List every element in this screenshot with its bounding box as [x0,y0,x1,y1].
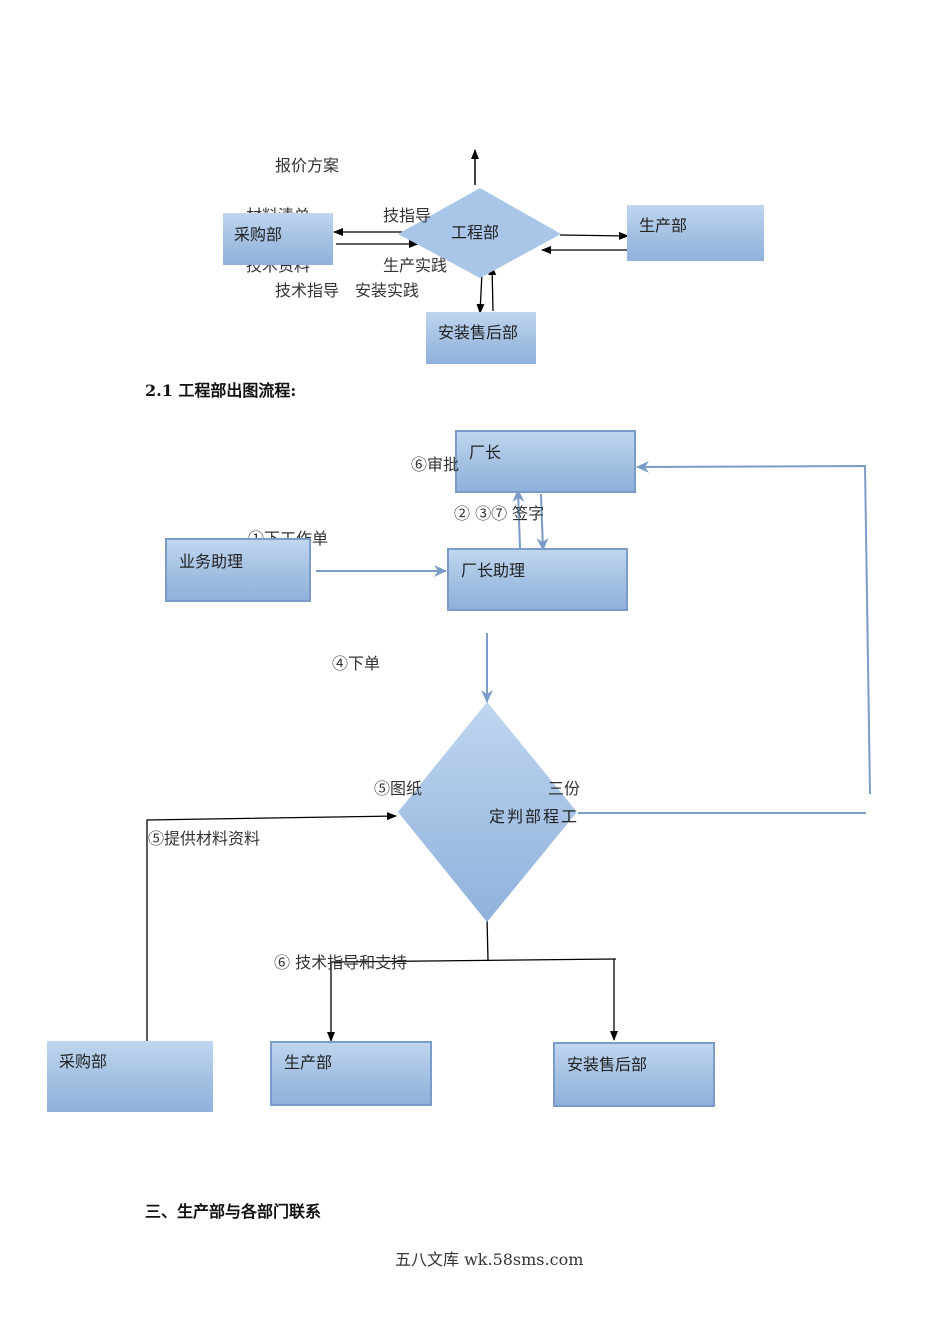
arrow-engineering-to-director [636,460,871,795]
production-box-2: 生产部 [270,1041,432,1106]
purchasing-label: 采购部 [234,225,283,244]
production-label: 生产部 [639,216,688,235]
director-assistant-label: 厂长助理 [461,561,526,580]
production-practice-label: 生产实践 [383,256,448,275]
install-label: 安装售后部 [438,323,519,342]
production-box: 生产部 [627,205,764,261]
install-practice-label: 安装实践 [355,281,420,300]
production-label-2: 生产部 [284,1053,333,1072]
arrow-director-to-assistant [536,493,549,551]
factory-director-label: 厂长 [469,443,502,462]
footer-watermark: 五八文库 wk.58sms.com [395,1250,584,1269]
step4-label: ④下单 [332,654,381,673]
install-box: 安装售后部 [426,312,536,364]
engineering-decision-label: 定判部程工 [489,807,580,826]
arrow-assistant-to-director [512,489,525,549]
engineering-diamond [398,188,561,278]
business-assistant-label: 业务助理 [179,552,244,571]
purchasing-box-2: 采购部 [47,1041,213,1112]
install-box-2: 安装售后部 [553,1042,715,1107]
factory-director-box: 厂长 [455,430,636,493]
purchasing-box: 采购部 [223,213,333,265]
section-2-1-heading: 2.1 工程部出图流程: [145,381,297,400]
step5-materials-label: ⑤提供材料资料 [148,829,261,848]
step6-tech-label: ⑥ 技术指导和支持 [274,953,408,972]
arrow-to-production [559,231,629,240]
step5-drawing-label: ⑤图纸 [374,779,423,798]
tech-guidance-label: 技指导 [383,206,432,225]
tech-guidance-bottom-label: 技术指导 [275,281,340,300]
line-engineering-down [486,917,489,961]
arrow-to-install [476,271,485,314]
install-label-2: 安装售后部 [567,1055,648,1074]
quote-plan-label: 报价方案 [275,156,340,175]
line-branch [330,958,617,963]
engineering-decision-diamond [398,702,577,922]
engineering-label: 工程部 [451,223,500,242]
step6-review-label: ⑥审批 [411,455,460,474]
director-assistant-box: 厂长助理 [447,548,628,611]
arrow-purchasing-to-engineering [146,812,397,1042]
arrow-from-install [488,265,497,312]
business-assistant-box: 业务助理 [165,538,311,602]
section-3-heading: 三、生产部与各部门联系 [145,1202,322,1221]
quote-copies-label: 三份 [548,779,581,798]
purchasing-label-2: 采购部 [59,1052,108,1071]
steps-sign-label: ② ③⑦ 签字 [454,504,545,523]
